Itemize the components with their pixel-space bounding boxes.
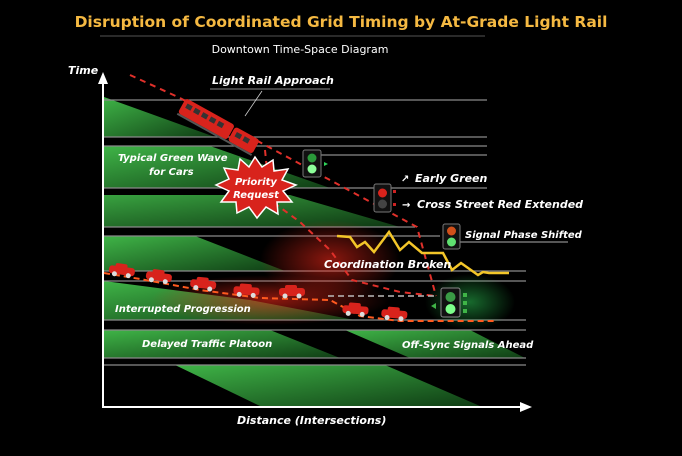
green-band <box>175 365 480 406</box>
phase-shifted-label: Signal Phase Shifted <box>465 230 583 241</box>
x-axis-arrow-icon <box>520 402 532 412</box>
y-axis-arrow-icon <box>98 72 108 84</box>
car-icon <box>279 285 305 299</box>
priority-label-2: Request <box>233 190 280 201</box>
arrow-up-right-icon: ↗ <box>401 174 409 185</box>
priority-label-1: Priority <box>235 177 277 188</box>
x-axis-label: Distance (Intersections) <box>237 414 386 427</box>
light-rail-label: Light Rail Approach <box>212 74 334 87</box>
cross-street-label: Cross Street Red Extended <box>417 198 583 211</box>
coordination-line <box>336 229 509 277</box>
car-path-line <box>103 272 495 322</box>
traffic-light-icon <box>302 149 328 178</box>
traffic-light-icon <box>442 223 461 250</box>
car-platoon <box>108 263 408 322</box>
green-wave-label-2: for Cars <box>149 167 194 178</box>
arrow-right-icon: → <box>402 200 410 211</box>
delayed-platoon-label: Delayed Traffic Platoon <box>142 339 272 350</box>
green-wave-label: Typical Green Wave <box>118 153 228 164</box>
early-green-label: Early Green <box>415 172 488 185</box>
title: Disruption of Coordinated Grid Timing by… <box>75 13 608 31</box>
subtitle: Downtown Time-Space Diagram <box>212 43 389 56</box>
car-icon <box>145 269 172 285</box>
car-icon <box>190 276 217 292</box>
light-rail-train-icon <box>176 99 259 156</box>
off-sync-label: Off-Sync Signals Ahead <box>402 340 534 351</box>
priority-request-starburst-icon <box>214 155 298 220</box>
y-axis-label: Time <box>68 64 99 77</box>
green-wave-bands <box>104 97 525 406</box>
car-icon <box>233 283 260 298</box>
traffic-light-icon <box>373 183 396 213</box>
traffic-light-icon <box>431 287 467 318</box>
green-band <box>345 330 525 358</box>
interrupted-label: Interrupted Progression <box>115 304 251 315</box>
car-icon <box>342 302 369 317</box>
coordination-broken-label: Coordination Broken <box>324 258 452 271</box>
car-icon <box>108 263 135 279</box>
green-band <box>104 97 215 137</box>
rail-path-line <box>129 74 437 297</box>
green-band <box>104 236 285 271</box>
green-band <box>104 330 340 358</box>
axes <box>98 72 532 412</box>
car-icon <box>381 306 408 322</box>
